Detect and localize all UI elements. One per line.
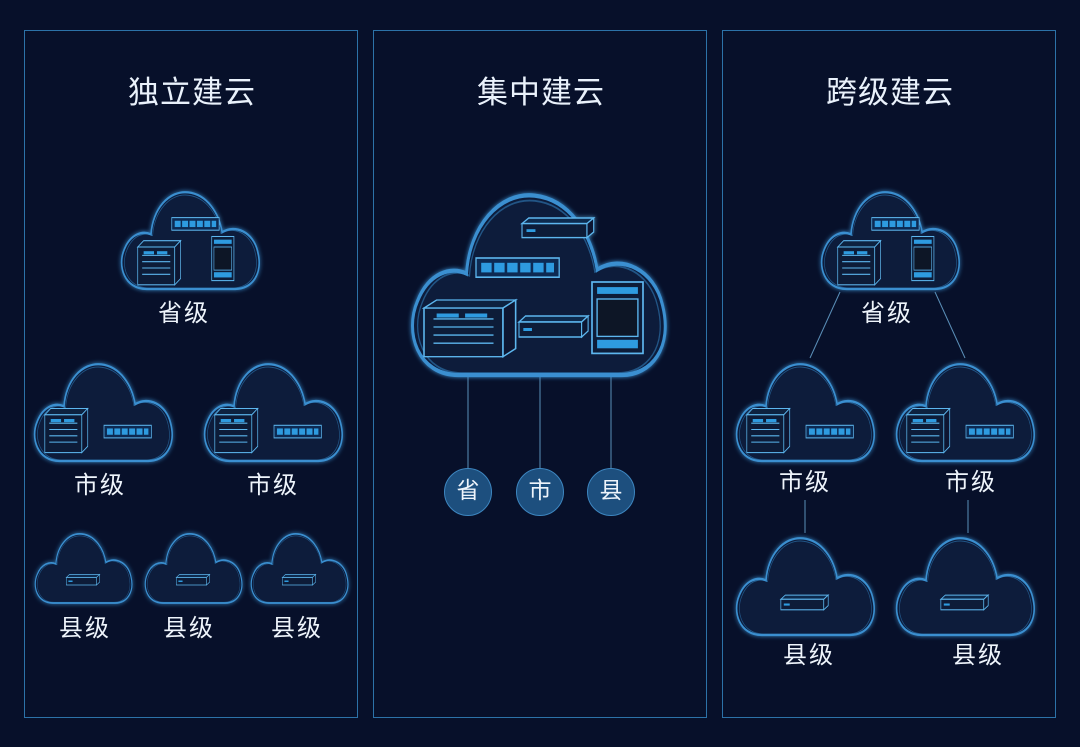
label-county: 县级 [59,614,111,642]
panel-title: 集中建云 [477,75,605,111]
label-county: 县级 [163,614,215,642]
node-county: 县 [587,468,635,516]
panel-independent: 独立建云 [24,30,358,718]
panel-centralized: 集中建云 [373,30,707,718]
panel-title: 独立建云 [128,75,256,111]
node-city: 市 [516,468,564,516]
node-province: 省 [444,468,492,516]
panel-cross-level: 跨级建云 [722,30,1056,718]
panel2-artwork [413,195,666,468]
panel-title: 跨级建云 [826,75,954,111]
label-city: 市级 [247,471,299,499]
label-city: 市级 [779,468,831,496]
label-city: 市级 [74,471,126,499]
panel3-artwork [737,192,1035,635]
label-county: 县级 [952,641,1004,669]
label-city: 市级 [945,468,997,496]
label-province: 省级 [158,299,210,327]
label-county: 县级 [783,641,835,669]
label-province: 省级 [861,299,913,327]
label-county: 县级 [271,614,323,642]
